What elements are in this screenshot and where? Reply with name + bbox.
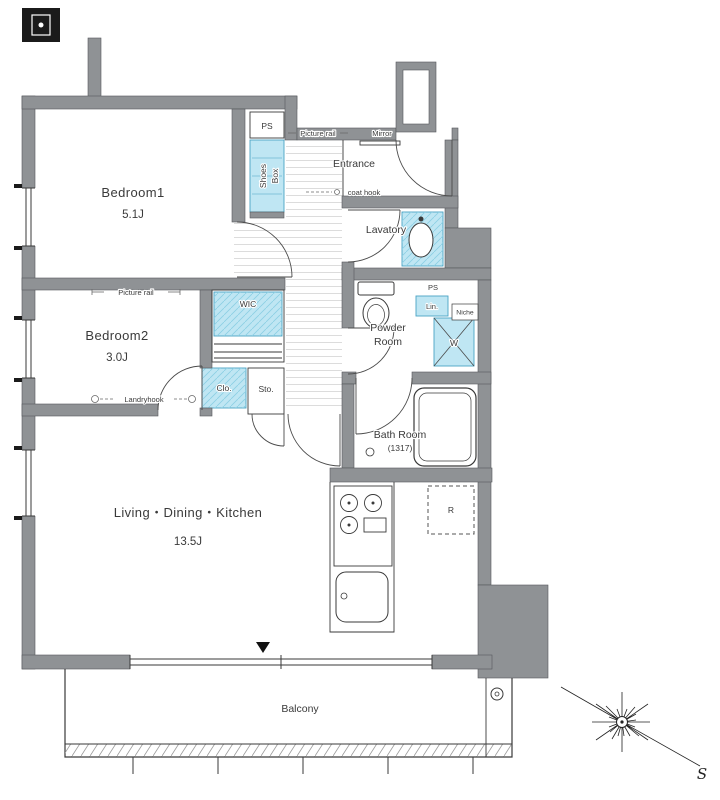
powder-room-label-2: Room — [374, 336, 402, 348]
lavatory-label: Lavatory — [366, 224, 407, 236]
bedroom2-area: 3.0J — [106, 352, 128, 364]
bedroom2-label: Bedroom2 — [85, 328, 148, 343]
bath-door — [355, 377, 413, 435]
shoes-box-label-1: Shoes — [258, 164, 268, 188]
kitchen-counter — [329, 482, 395, 633]
sanitary-fixtures — [333, 216, 477, 623]
coat-hook-label: coat hook — [348, 188, 381, 197]
balcony-window — [129, 655, 433, 669]
mirror-bar — [359, 140, 401, 146]
bedroom1-label: Bedroom1 — [101, 185, 164, 200]
bedroom2-door — [157, 365, 203, 411]
bath-size: (1317) — [388, 443, 413, 453]
shoes-box-label-2: Box — [270, 168, 280, 183]
railing-ticks — [132, 757, 474, 774]
wic-label: WIC — [240, 299, 257, 309]
bedroom1-area: 5.1J — [122, 209, 144, 221]
lavatory-door — [347, 209, 401, 263]
closet-label: Clo. — [216, 383, 231, 393]
kitchen-sink — [335, 571, 389, 623]
balcony-structure — [64, 669, 513, 774]
linen-label: Lin. — [426, 302, 438, 311]
linen-box — [415, 295, 449, 317]
powder-room-label-1: Powder — [370, 322, 406, 334]
balcony-drain — [490, 687, 504, 701]
kitchen-stove — [333, 485, 393, 567]
powder-room-door — [347, 327, 395, 375]
ps-top-label: PS — [261, 121, 273, 131]
annotation-marks — [91, 132, 348, 403]
picture-rail-entrance-label: Picture rail — [300, 129, 336, 138]
hallway-floor — [234, 140, 342, 412]
left-wall-windows — [14, 184, 36, 520]
bedroom1-door — [236, 221, 293, 278]
storage-label: Sto. — [258, 384, 273, 394]
compass-letter-s: S — [697, 765, 707, 783]
bathtub — [413, 387, 477, 467]
picture-rail-bedroom2-label: Picture rail — [118, 288, 154, 297]
corner-utility-box — [22, 8, 60, 42]
storage-door — [251, 413, 285, 447]
washer-cross — [433, 317, 475, 367]
niche-box — [451, 303, 479, 321]
bath-drain — [365, 447, 375, 457]
storage-box — [247, 367, 285, 415]
entrance-label: Entrance — [333, 158, 375, 170]
pipe-shaft-inner — [402, 69, 430, 125]
refrigerator-label: R — [448, 505, 454, 515]
fixture-detail-lines — [252, 157, 282, 195]
ldk-door — [287, 413, 341, 467]
fixture-hatching — [202, 212, 443, 408]
compass-star — [560, 686, 701, 767]
toilet — [357, 281, 395, 329]
mirror-label: Mirror — [372, 129, 392, 138]
ldk-label: Living・Dining・Kitchen — [114, 505, 263, 520]
walls — [21, 37, 549, 679]
labels: Bedroom1 5.1J Bedroom2 3.0J Living・Dinin… — [85, 120, 707, 783]
entry-marker-triangle — [256, 642, 270, 653]
interior-lines — [211, 111, 479, 633]
ps-top-box — [249, 111, 285, 139]
balcony-label: Balcony — [281, 703, 319, 715]
doors — [157, 139, 453, 467]
front-door — [395, 139, 453, 197]
wic-outline — [211, 289, 285, 363]
ps-side-label: PS — [428, 283, 438, 292]
refrigerator-space — [427, 485, 475, 535]
laundry-hook-label: Landryhook — [124, 395, 163, 404]
wash-basin — [408, 216, 434, 258]
bath-label: Bath Room — [374, 429, 427, 441]
ldk-area: 13.5J — [174, 536, 202, 548]
niche-label: Niche — [456, 310, 474, 317]
washer-label: W — [450, 338, 458, 348]
